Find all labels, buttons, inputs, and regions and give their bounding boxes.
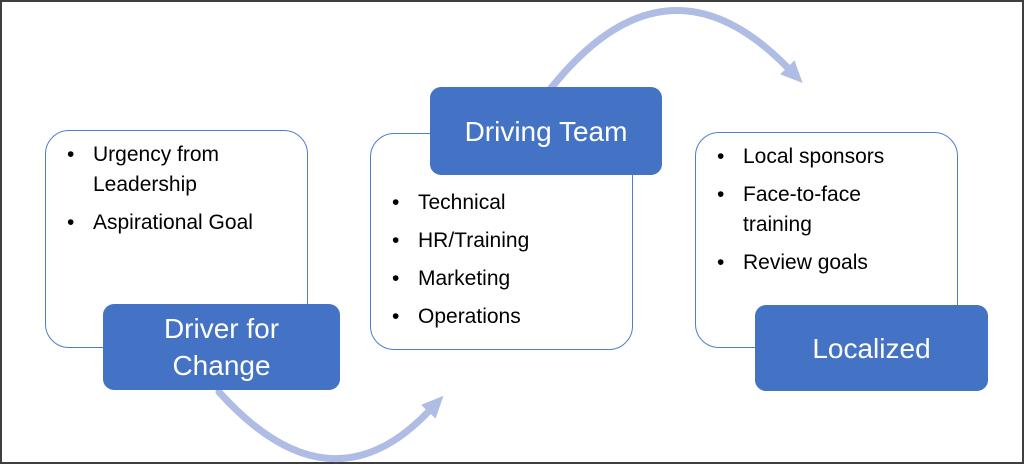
bullet-list: Technical HR/Training Marketing Operatio… (385, 188, 624, 332)
list-item: Operations (385, 302, 624, 332)
list-item: Aspirational Goal (60, 208, 299, 238)
list-item: Urgency from Leadership (60, 140, 299, 200)
list-item: HR/Training (385, 226, 624, 256)
bullet-list: Local sponsors Face-to-face training Rev… (710, 142, 899, 278)
card-driving-team: Technical HR/Training Marketing Operatio… (370, 133, 633, 350)
card-localized: Local sponsors Face-to-face training Rev… (695, 132, 958, 348)
stage-label-driver-for-change: Driver for Change (103, 304, 340, 390)
card-driver-for-change: Urgency from Leadership Aspirational Goa… (45, 130, 308, 348)
stage-label-localized: Localized (755, 305, 988, 391)
curved-arrow-top-icon (544, 7, 803, 96)
list-item: Face-to-face training (710, 180, 899, 240)
list-item: Local sponsors (710, 142, 899, 172)
list-item: Marketing (385, 264, 624, 294)
curved-arrow-bottom-icon (215, 388, 444, 463)
list-item: Review goals (710, 248, 899, 278)
bullet-list: Urgency from Leadership Aspirational Goa… (60, 140, 299, 238)
stage-label-driving-team: Driving Team (430, 87, 662, 175)
list-item: Technical (385, 188, 624, 218)
